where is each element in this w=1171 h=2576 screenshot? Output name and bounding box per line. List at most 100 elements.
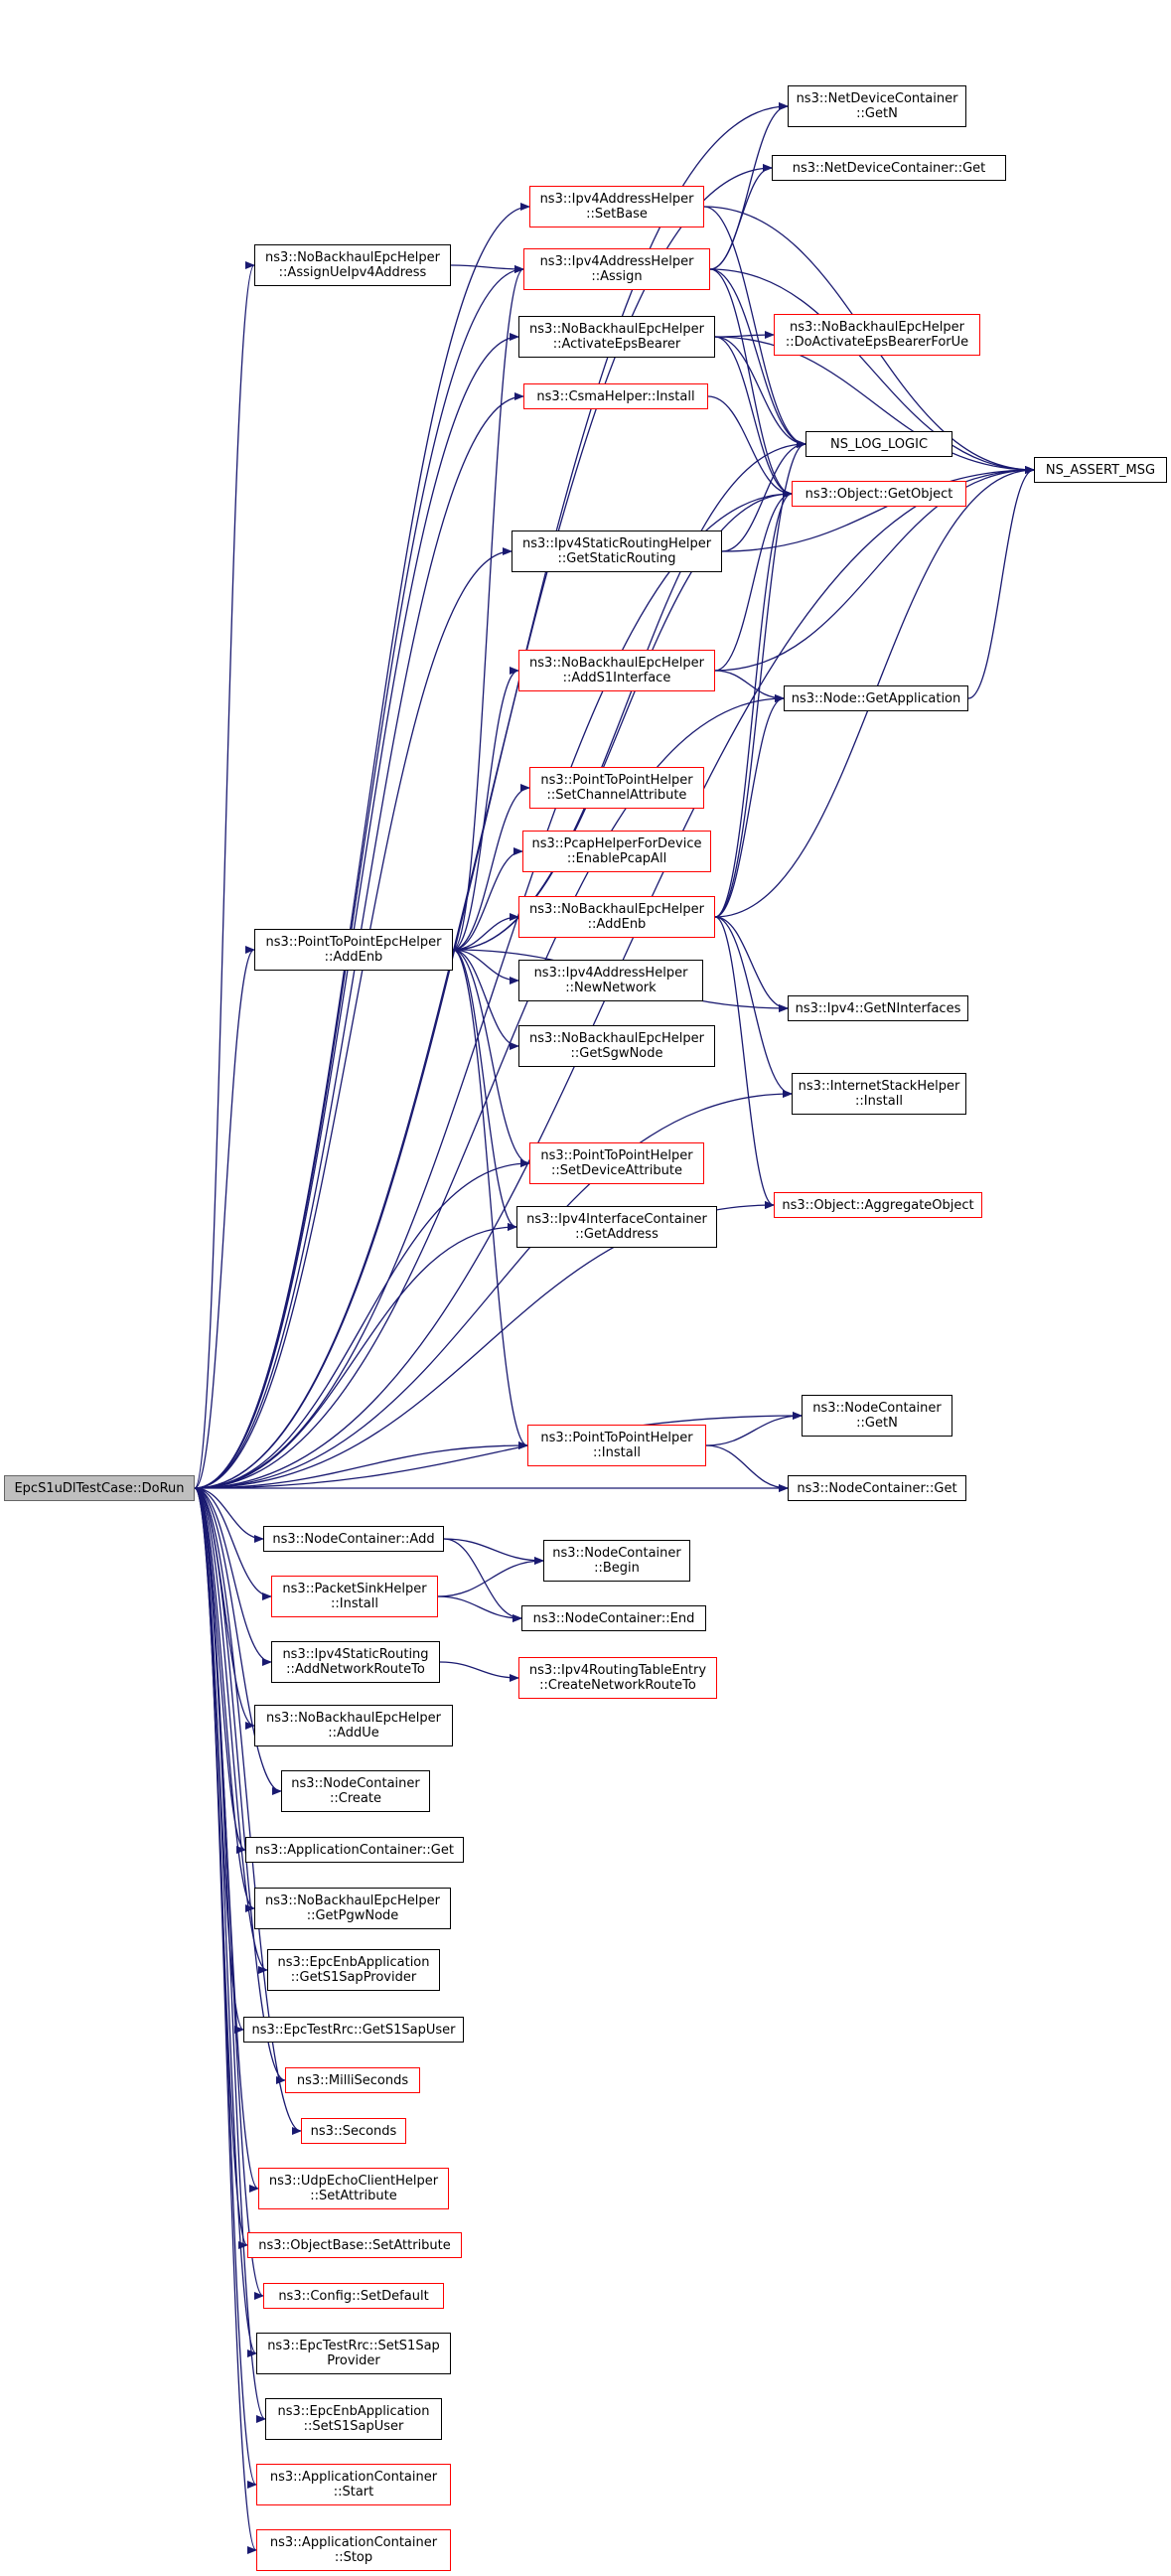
node-set-s1-sap-user[interactable]: ns3::EpcEnbApplication ::SetS1SapUser xyxy=(265,2398,442,2440)
edge-root-to-ipv4_assign xyxy=(194,265,524,1489)
edge-sink_install-to-nc_end xyxy=(437,1595,522,1622)
edge-ipv4_assign-to-ndc_get xyxy=(709,164,773,270)
node-applicationcontainer-stop[interactable]: ns3::ApplicationContainer ::Stop xyxy=(256,2529,451,2571)
edge-nb_addenb-to-ns_log xyxy=(714,440,806,918)
node-nobackhaul-addenb[interactable]: ns3::NoBackhaulEpcHelper ::AddEnb xyxy=(518,896,715,938)
node-add-s1-interface[interactable]: ns3::NoBackhaulEpcHelper ::AddS1Interfac… xyxy=(518,650,715,691)
node-ipv4addresshelper-newnetwork[interactable]: ns3::Ipv4AddressHelper ::NewNetwork xyxy=(518,960,703,1001)
node-netdevicecontainer-getn[interactable]: ns3::NetDeviceContainer ::GetN xyxy=(788,85,966,127)
edge-root-to-millis xyxy=(194,1487,286,2084)
node-applicationcontainer-get[interactable]: ns3::ApplicationContainer::Get xyxy=(245,1837,464,1863)
edge-activate_eps-to-ns_log xyxy=(714,336,806,448)
edge-addnet_route-to-create_net_route xyxy=(439,1661,519,1682)
node-node-getapplication[interactable]: ns3::Node::GetApplication xyxy=(784,685,968,711)
node-set-device-attribute[interactable]: ns3::PointToPointHelper ::SetDeviceAttri… xyxy=(529,1142,704,1184)
node-config-setdefault[interactable]: ns3::Config::SetDefault xyxy=(263,2283,444,2309)
edge-p2p_addenb-to-p2p_install xyxy=(452,949,528,1449)
edge-nc_add-to-nc_end xyxy=(443,1538,522,1622)
edge-root-to-p2p_addenb xyxy=(194,946,255,1489)
edge-root-to-set_s1sap_prov xyxy=(194,1487,257,2357)
edge-add_s1-to-ns_assert xyxy=(714,466,1035,672)
node-ipv4interfacecontainer-getaddress[interactable]: ns3::Ipv4InterfaceContainer ::GetAddress xyxy=(516,1206,717,1248)
edge-root-to-activate_eps xyxy=(194,333,519,1489)
edge-nb_addenb-to-node_getapp xyxy=(714,694,785,918)
node-pointtopointhelper-install[interactable]: ns3::PointToPointHelper ::Install xyxy=(527,1425,706,1466)
node-nodecontainer-begin[interactable]: ns3::NodeContainer ::Begin xyxy=(543,1540,690,1582)
node-applicationcontainer-start[interactable]: ns3::ApplicationContainer ::Start xyxy=(256,2464,451,2505)
edge-nb_addenb-to-agg_object xyxy=(714,916,775,1209)
node-objectbase-setattribute[interactable]: ns3::ObjectBase::SetAttribute xyxy=(247,2232,462,2258)
edge-sink_install-to-nc_begin xyxy=(437,1557,544,1597)
node-nodecontainer-add[interactable]: ns3::NodeContainer::Add xyxy=(263,1526,444,1552)
node-nobackhaul-addue[interactable]: ns3::NoBackhaulEpcHelper ::AddUe xyxy=(254,1705,453,1746)
node-create-network-route-to[interactable]: ns3::Ipv4RoutingTableEntry ::CreateNetwo… xyxy=(518,1657,717,1699)
node-get-sgw-node[interactable]: ns3::NoBackhaulEpcHelper ::GetSgwNode xyxy=(518,1025,715,1067)
node-get-pgw-node[interactable]: ns3::NoBackhaulEpcHelper ::GetPgwNode xyxy=(254,1888,451,1929)
edge-root-to-inet_install xyxy=(194,1090,793,1489)
edge-p2p_addenb-to-ns_log xyxy=(452,440,806,951)
node-do-activate-eps-bearer-for-ue[interactable]: ns3::NoBackhaulEpcHelper ::DoActivateEps… xyxy=(774,314,980,356)
node-nodecontainer-getn[interactable]: ns3::NodeContainer ::GetN xyxy=(802,1395,952,1437)
edge-nb_addenb-to-ipv4_getnif xyxy=(714,916,789,1012)
edge-root-to-config_setdef xyxy=(194,1487,264,2300)
node-object-aggregateobject[interactable]: ns3::Object::AggregateObject xyxy=(774,1192,982,1218)
edge-p2p_addenb-to-get_sgw xyxy=(452,949,519,1050)
node-activate-eps-bearer[interactable]: ns3::NoBackhaulEpcHelper ::ActivateEpsBe… xyxy=(518,316,715,358)
edge-root-to-get_pgw xyxy=(194,1487,255,1912)
edge-p2p_addenb-to-add_s1 xyxy=(452,667,519,951)
edge-ipv4_assign-to-ns_assert xyxy=(709,268,1035,474)
edge-activate_eps-to-get_object xyxy=(714,336,793,498)
edge-root-to-ifc_getaddr xyxy=(194,1223,517,1489)
node-enable-pcap-all[interactable]: ns3::PcapHelperForDevice ::EnablePcapAll xyxy=(522,831,711,872)
edge-csma_install-to-get_object xyxy=(707,395,793,498)
edge-root-to-assign_ue xyxy=(194,261,255,1489)
node-ns-assert-msg[interactable]: NS_ASSERT_MSG xyxy=(1034,457,1167,483)
edge-add_s1-to-node_getapp xyxy=(714,670,785,702)
node-milliseconds[interactable]: ns3::MilliSeconds xyxy=(285,2067,420,2093)
edge-p2p_addenb-to-ipv4_assign xyxy=(452,265,524,951)
edge-node_getapp-to-ns_assert xyxy=(967,466,1035,699)
node-csmahelper-install[interactable]: ns3::CsmaHelper::Install xyxy=(523,383,708,409)
edge-p2p_install-to-nc_get xyxy=(705,1444,789,1492)
edge-root-to-p2p_install xyxy=(194,1441,528,1489)
node-set-channel-attribute[interactable]: ns3::PointToPointHelper ::SetChannelAttr… xyxy=(529,767,704,809)
node-seconds[interactable]: ns3::Seconds xyxy=(301,2118,406,2144)
edge-add_s1-to-get_object xyxy=(714,490,793,672)
node-nodecontainer-get[interactable]: ns3::NodeContainer::Get xyxy=(788,1475,966,1501)
node-internetstackhelper-install[interactable]: ns3::InternetStackHelper ::Install xyxy=(792,1073,966,1115)
node-nodecontainer-end[interactable]: ns3::NodeContainer::End xyxy=(521,1605,706,1631)
node-udpechoclienthelper-setattribute[interactable]: ns3::UdpEchoClientHelper ::SetAttribute xyxy=(258,2168,449,2209)
node-ns-log-logic[interactable]: NS_LOG_LOGIC xyxy=(805,431,952,457)
edge-root-to-nc_add xyxy=(194,1487,264,1543)
node-ipv4-getninterfaces[interactable]: ns3::Ipv4::GetNInterfaces xyxy=(788,995,968,1021)
edge-root-to-node_getapp xyxy=(194,694,785,1489)
node-root[interactable]: EpcS1uDlTestCase::DoRun xyxy=(4,1475,195,1501)
node-p2p-epc-helper-addenb[interactable]: ns3::PointToPointEpcHelper ::AddEnb xyxy=(254,929,453,971)
edge-ipv4_assign-to-ndc_getn xyxy=(709,102,789,270)
node-nodecontainer-create[interactable]: ns3::NodeContainer ::Create xyxy=(281,1770,430,1812)
node-packetsinkhelper-install[interactable]: ns3::PacketSinkHelper ::Install xyxy=(271,1576,438,1617)
edge-root-to-p2p_setdev xyxy=(194,1159,530,1489)
node-get-s1-sap-provider[interactable]: ns3::EpcEnbApplication ::GetS1SapProvide… xyxy=(267,1949,440,1991)
edge-root-to-set_s1sap_user xyxy=(194,1487,266,2423)
edge-static_routing-to-ns_log xyxy=(721,440,806,552)
node-netdevicecontainer-get[interactable]: ns3::NetDeviceContainer::Get xyxy=(772,155,1006,181)
node-assign-ue-ipv4-address[interactable]: ns3::NoBackhaulEpcHelper ::AssignUeIpv4A… xyxy=(254,244,451,286)
edge-static_routing-to-ns_assert xyxy=(721,466,1035,552)
edge-root-to-app_stop xyxy=(194,1487,257,2554)
node-get-static-routing[interactable]: ns3::Ipv4StaticRoutingHelper ::GetStatic… xyxy=(512,530,722,572)
node-set-s1-sap-provider[interactable]: ns3::EpcTestRrc::SetS1Sap Provider xyxy=(256,2333,451,2374)
edge-root-to-seconds xyxy=(194,1487,302,2135)
edge-p2p_addenb-to-p2p_setchan xyxy=(452,784,530,951)
node-add-network-route-to[interactable]: ns3::Ipv4StaticRouting ::AddNetworkRoute… xyxy=(271,1641,440,1683)
node-ipv4addresshelper-setbase[interactable]: ns3::Ipv4AddressHelper ::SetBase xyxy=(529,186,704,227)
edge-nc_add-to-nc_begin xyxy=(443,1538,544,1565)
edge-ipv4_assign-to-ns_log xyxy=(709,268,806,448)
node-object-getobject[interactable]: ns3::Object::GetObject xyxy=(792,481,966,507)
edge-root-to-app_get xyxy=(194,1487,246,1854)
edge-p2p_addenb-to-ipv4_newnet xyxy=(452,949,519,985)
edge-p2p_addenb-to-nb_addenb xyxy=(452,913,519,951)
node-get-s1-sap-user[interactable]: ns3::EpcTestRrc::GetS1SapUser xyxy=(243,2017,464,2043)
edge-assign_ue-to-ipv4_assign xyxy=(450,264,524,273)
node-ipv4addresshelper-assign[interactable]: ns3::Ipv4AddressHelper ::Assign xyxy=(523,248,710,290)
